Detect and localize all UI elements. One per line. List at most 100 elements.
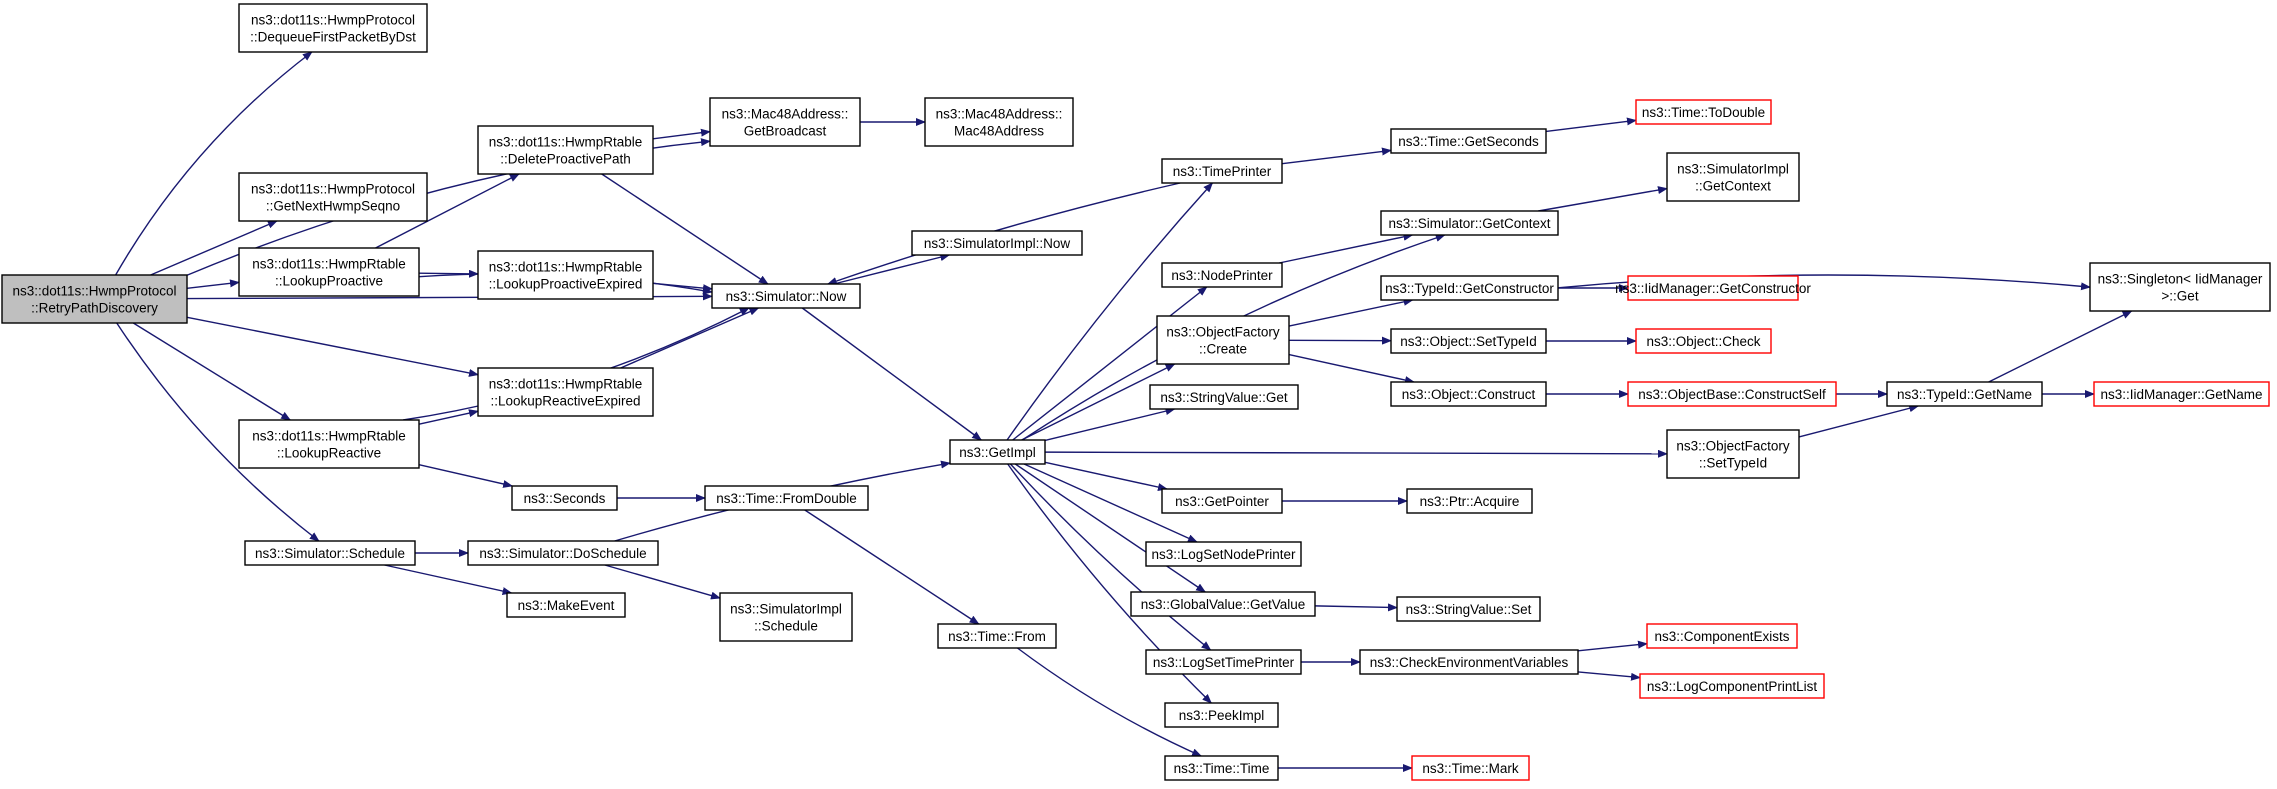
node-box bbox=[1164, 755, 1279, 781]
edge-lookupreexp-to-simnow bbox=[620, 307, 760, 369]
node-getimpl[interactable]: ns3::GetImpl bbox=[949, 439, 1046, 465]
node-label: ns3::Time::ToDouble bbox=[1642, 105, 1765, 120]
node-logcompprint[interactable]: ns3::LogComponentPrintList bbox=[1639, 673, 1825, 699]
node-mac48[interactable]: ns3::Mac48Address::Mac48Address bbox=[924, 97, 1074, 147]
node-singleton[interactable]: ns3::Singleton< IidManager>::Get bbox=[2089, 262, 2271, 312]
node-strvalget[interactable]: ns3::StringValue::Get bbox=[1149, 384, 1299, 410]
node-label: ns3::StringValue::Get bbox=[1160, 390, 1288, 405]
node-box bbox=[1, 274, 188, 324]
node-label: ::DeleteProactivePath bbox=[500, 152, 631, 167]
edge-timefrom-to-timetime bbox=[1016, 647, 1203, 757]
node-globalvalueget[interactable]: ns3::GlobalValue::GetValue bbox=[1130, 591, 1316, 617]
edge-getimpl-to-getpointer bbox=[1044, 461, 1168, 491]
node-box bbox=[1390, 128, 1547, 154]
node-timetodouble[interactable]: ns3::Time::ToDouble bbox=[1635, 99, 1772, 125]
node-logsettimeprinter[interactable]: ns3::LogSetTimePrinter bbox=[1145, 649, 1302, 675]
node-label: Mac48Address bbox=[954, 124, 1044, 139]
node-box bbox=[1359, 649, 1579, 675]
node-timeprinter[interactable]: ns3::TimePrinter bbox=[1161, 158, 1283, 184]
nodes-layer: ns3::dot11s::HwmpProtocol::RetryPathDisc… bbox=[1, 3, 2271, 781]
node-box bbox=[1145, 541, 1302, 567]
node-simgetcontext[interactable]: ns3::Simulator::GetContext bbox=[1380, 210, 1559, 236]
edge-getimpl-to-logsetnodeprinter bbox=[1023, 463, 1198, 543]
node-objsettypeid[interactable]: ns3::Object::SetTypeId bbox=[1390, 328, 1547, 354]
node-timefrom[interactable]: ns3::Time::From bbox=[937, 623, 1057, 649]
node-simimplgetcontext[interactable]: ns3::SimulatorImpl::GetContext bbox=[1666, 152, 1800, 202]
node-label: ns3::Object::Construct bbox=[1402, 387, 1536, 402]
edge-doschedule-to-simimplschedule bbox=[604, 564, 721, 600]
node-label: ::Schedule bbox=[754, 619, 818, 634]
node-typeidgetname[interactable]: ns3::TypeId::GetName bbox=[1886, 381, 2043, 407]
node-lookupreexp[interactable]: ns3::dot11s::HwmpRtable::LookupReactiveE… bbox=[477, 367, 654, 417]
edge-simnow-to-simimplnow bbox=[833, 253, 951, 285]
node-doschedule[interactable]: ns3::Simulator::DoSchedule bbox=[467, 540, 659, 566]
node-box bbox=[238, 3, 428, 53]
node-label: ns3::SimulatorImpl bbox=[730, 602, 842, 617]
node-label: ns3::GlobalValue::GetValue bbox=[1141, 597, 1306, 612]
node-objcheck[interactable]: ns3::Object::Check bbox=[1635, 328, 1772, 354]
edges-layer bbox=[115, 51, 2133, 772]
node-getbroadcast[interactable]: ns3::Mac48Address::GetBroadcast bbox=[709, 97, 861, 147]
node-typeidgetctor[interactable]: ns3::TypeId::GetConstructor bbox=[1380, 275, 1559, 301]
node-makeevent[interactable]: ns3::MakeEvent bbox=[506, 592, 626, 618]
node-box bbox=[467, 540, 659, 566]
node-getnexthwmp[interactable]: ns3::dot11s::HwmpProtocol::GetNextHwmpSe… bbox=[238, 172, 428, 222]
node-label: ns3::dot11s::HwmpRtable bbox=[252, 429, 406, 444]
node-timegetseconds[interactable]: ns3::Time::GetSeconds bbox=[1390, 128, 1547, 154]
node-objconstruct[interactable]: ns3::Object::Construct bbox=[1390, 381, 1547, 407]
node-box bbox=[1411, 755, 1530, 781]
node-box bbox=[711, 283, 861, 309]
node-objfactorycreate[interactable]: ns3::ObjectFactory::Create bbox=[1156, 315, 1290, 365]
node-timemark[interactable]: ns3::Time::Mark bbox=[1411, 755, 1530, 781]
node-iidgetname[interactable]: ns3::IidManager::GetName bbox=[2093, 381, 2270, 407]
node-compexists[interactable]: ns3::ComponentExists bbox=[1646, 623, 1798, 649]
edge-root-to-dequeue bbox=[115, 51, 313, 276]
node-lookupproactive[interactable]: ns3::dot11s::HwmpRtable::LookupProactive bbox=[238, 247, 420, 297]
node-getpointer[interactable]: ns3::GetPointer bbox=[1161, 488, 1283, 514]
node-label: ::SetTypeId bbox=[1699, 456, 1767, 471]
node-dequeue[interactable]: ns3::dot11s::HwmpProtocol::DequeueFirstP… bbox=[238, 3, 428, 53]
node-checkenv[interactable]: ns3::CheckEnvironmentVariables bbox=[1359, 649, 1579, 675]
node-nodeprinter[interactable]: ns3::NodePrinter bbox=[1161, 262, 1283, 288]
node-simimplnow[interactable]: ns3::SimulatorImpl::Now bbox=[911, 230, 1083, 256]
node-seconds[interactable]: ns3::Seconds bbox=[511, 485, 618, 511]
node-label: ns3::Seconds bbox=[524, 491, 606, 506]
edge-objfactorycreate-to-typeidgetctor bbox=[1288, 297, 1414, 327]
node-label: ns3::IidManager::GetName bbox=[2100, 387, 2262, 402]
node-label: ns3::Mac48Address:: bbox=[936, 107, 1063, 122]
node-label: ns3::Time::Mark bbox=[1422, 761, 1519, 776]
node-strvalset[interactable]: ns3::StringValue::Set bbox=[1396, 596, 1541, 622]
node-label: GetBroadcast bbox=[744, 124, 827, 139]
node-peekimpl[interactable]: ns3::PeekImpl bbox=[1164, 702, 1279, 728]
node-box bbox=[1666, 152, 1800, 202]
node-simnow[interactable]: ns3::Simulator::Now bbox=[711, 283, 861, 309]
node-box bbox=[1161, 488, 1283, 514]
edge-getimpl-to-objfactorycreate bbox=[1021, 363, 1176, 441]
node-lookupreactive[interactable]: ns3::dot11s::HwmpRtable::LookupReactive bbox=[238, 419, 420, 469]
node-simimplschedule[interactable]: ns3::SimulatorImpl::Schedule bbox=[719, 592, 853, 642]
node-box bbox=[477, 250, 654, 300]
node-box bbox=[1380, 275, 1559, 301]
node-logsetnodeprinter[interactable]: ns3::LogSetNodePrinter bbox=[1145, 541, 1302, 567]
node-box bbox=[238, 247, 420, 297]
node-fromdouble[interactable]: ns3::Time::FromDouble bbox=[704, 485, 869, 511]
node-ptracquire[interactable]: ns3::Ptr::Acquire bbox=[1406, 488, 1533, 514]
node-objbaseconstruct[interactable]: ns3::ObjectBase::ConstructSelf bbox=[1627, 381, 1837, 407]
node-box bbox=[477, 125, 654, 175]
edge-simgetcontext-to-simimplgetcontext bbox=[1538, 186, 1668, 212]
node-timetime[interactable]: ns3::Time::Time bbox=[1164, 755, 1279, 781]
node-box bbox=[1396, 596, 1541, 622]
node-lookupproexp[interactable]: ns3::dot11s::HwmpRtable::LookupProactive… bbox=[477, 250, 654, 300]
node-schedule[interactable]: ns3::Simulator::Schedule bbox=[244, 540, 416, 566]
edge-root-to-lookupproactive bbox=[186, 279, 240, 290]
node-objfactorysettypeid[interactable]: ns3::ObjectFactory::SetTypeId bbox=[1666, 429, 1800, 479]
node-box bbox=[911, 230, 1083, 256]
node-deleteproactive[interactable]: ns3::dot11s::HwmpRtable::DeleteProactive… bbox=[477, 125, 654, 175]
node-label: ns3::dot11s::HwmpProtocol bbox=[12, 284, 176, 299]
node-iidgetctor[interactable]: ns3::IidManager::GetConstructor bbox=[1615, 275, 1811, 301]
node-box bbox=[1627, 275, 1799, 301]
node-label: ns3::dot11s::HwmpRtable bbox=[252, 257, 406, 272]
node-label: ns3::Simulator::GetContext bbox=[1388, 216, 1550, 231]
edge-root-to-lookupreactive bbox=[132, 322, 292, 421]
node-box bbox=[719, 592, 853, 642]
